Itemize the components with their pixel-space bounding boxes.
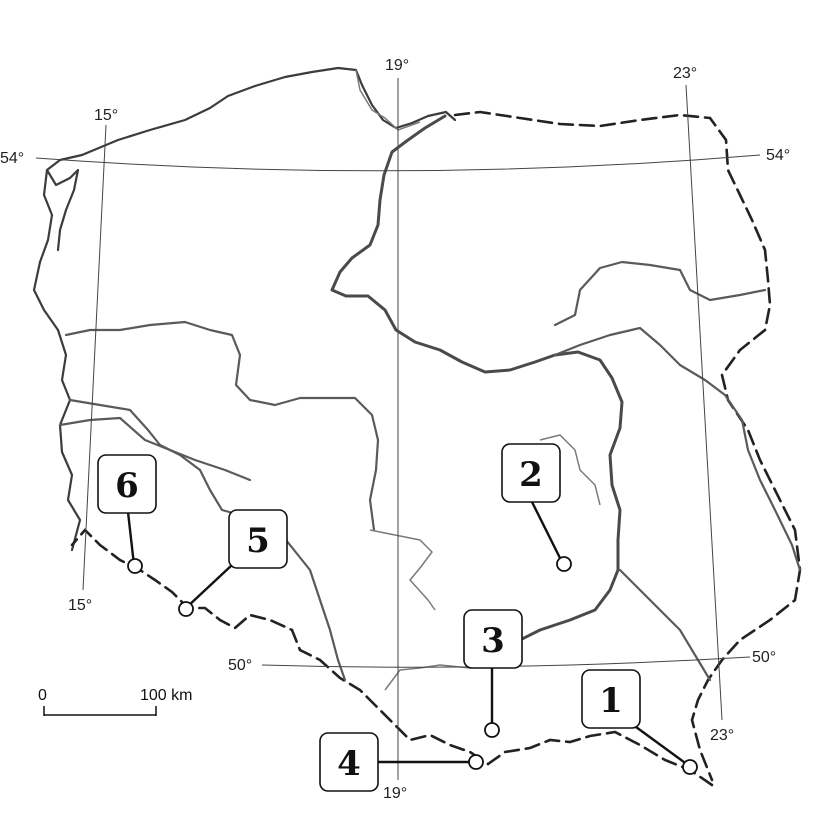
point-6-box: [97, 454, 157, 514]
san-river: [618, 568, 712, 682]
scale-start-label: 0: [38, 687, 47, 704]
point-4-marker: [468, 754, 484, 770]
point-5-box: [228, 509, 288, 569]
meridian-15-label-bottom: 15°: [68, 597, 92, 614]
point-6-label: 6: [115, 466, 139, 506]
point-3-box: [463, 609, 523, 669]
point-1-label: 1: [599, 681, 623, 721]
vistula-river: [330, 114, 624, 652]
narew-river: [553, 260, 767, 327]
point-2-label: 2: [519, 455, 543, 495]
meridian-23-label-bottom: 23°: [710, 727, 734, 744]
scale-bar: 0 100 km: [38, 687, 192, 716]
point-1: 1: [581, 669, 698, 775]
wieprz-river: [539, 434, 601, 506]
point-1-box: [581, 669, 641, 729]
southern-border: [70, 528, 714, 787]
bug-river: [553, 326, 802, 572]
point-5-label: 5: [246, 521, 270, 561]
point-3: 3: [463, 609, 523, 738]
oder-lower-river: [68, 398, 347, 682]
pomeranian-river: [355, 69, 421, 131]
parallel-54-label-left: 54°: [0, 150, 24, 167]
point-5: 5: [178, 509, 288, 617]
point-4-box: [319, 732, 379, 792]
point-5-marker: [178, 601, 194, 617]
country-outline: [32, 66, 457, 552]
pilica-river: [369, 529, 436, 611]
point-4-label: 4: [337, 744, 361, 784]
meridian-19-label-top: 19°: [385, 57, 409, 74]
parallel-50-label-right: 50°: [752, 649, 776, 666]
parallel-54-label-right: 54°: [766, 147, 790, 164]
eastern-border: [453, 110, 802, 782]
point-2-box: [501, 443, 561, 503]
point-1-marker: [682, 759, 698, 775]
meridian-23-label-top: 23°: [673, 65, 697, 82]
warta-river: [58, 416, 252, 482]
meridian-15: [82, 124, 107, 591]
point-6: 6: [97, 454, 157, 574]
meridian-15-label-top: 15°: [94, 107, 118, 124]
point-2-marker: [556, 556, 572, 572]
point-6-marker: [127, 558, 143, 574]
scale-end-label: 100 km: [140, 687, 192, 704]
point-2: 2: [501, 443, 572, 572]
parallel-50-label-left: 50°: [228, 657, 252, 674]
meridian-23: [685, 84, 723, 721]
meridian-19-label-bottom: 19°: [383, 785, 407, 802]
point-3-marker: [484, 722, 500, 738]
point-4: 4: [319, 732, 484, 792]
oder-river: [64, 320, 380, 532]
point-3-label: 3: [481, 621, 505, 661]
parallel-54: [35, 154, 761, 172]
